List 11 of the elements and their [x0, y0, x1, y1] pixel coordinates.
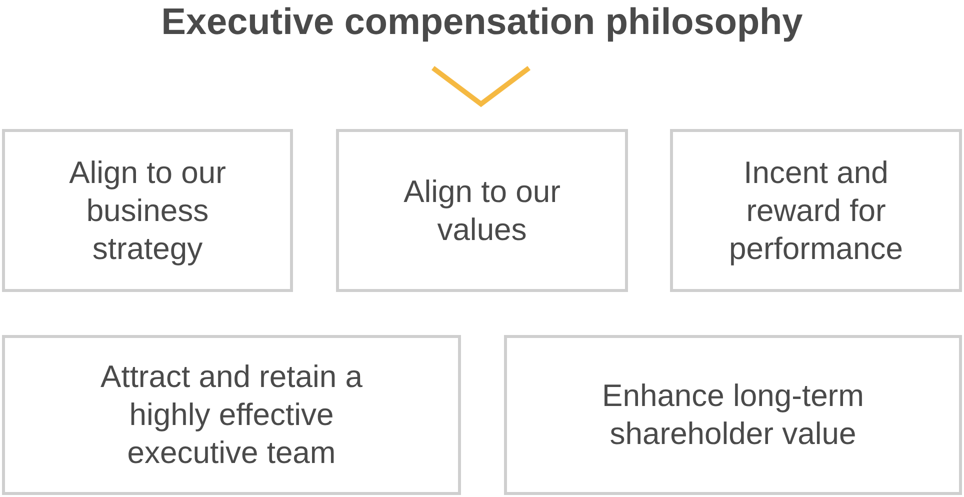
box-text: Attract and retain a highly effective executive team: [100, 358, 364, 472]
box-text: Align to our business strategy: [68, 154, 227, 268]
diagram-title: Executive compensation philosophy: [161, 1, 803, 42]
text-box: [670, 129, 962, 292]
box-text: Align to our values: [402, 172, 562, 248]
box-text: Enhance long-term shareholder value: [601, 377, 865, 453]
text-box: [336, 129, 628, 292]
text-box: [2, 335, 461, 495]
text-box: [2, 129, 293, 292]
text-box: [504, 335, 962, 495]
box-text: Incent and reward for performance: [728, 154, 904, 268]
